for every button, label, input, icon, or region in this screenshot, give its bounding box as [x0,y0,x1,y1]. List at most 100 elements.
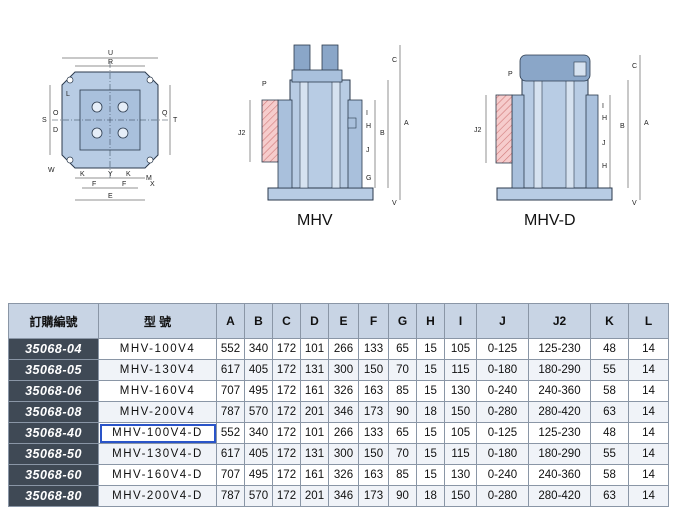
dimension-cell: 173 [358,485,389,507]
dimension-cell: 340 [244,422,273,444]
top-label-t: T [173,117,178,124]
mhv-label-b: B [380,130,385,137]
order-number-cell: 35068-40 [8,422,99,444]
model-cell[interactable]: MHV-100V4-D [98,422,217,444]
dimension-cell: 0-125 [476,338,529,360]
dimension-cell: 552 [216,422,245,444]
dimension-cell: 15 [416,380,445,402]
mhv-label-v: V [392,200,397,207]
model-cell[interactable]: MHV-160V4-D [98,464,217,486]
dimension-cell: 346 [328,401,359,423]
dimension-cell: 63 [590,485,629,507]
mhv-label-j: J [366,147,370,154]
mhvd-label-j: J [602,140,606,147]
dimension-cell: 180-290 [528,443,591,465]
dimension-cell: 58 [590,464,629,486]
dimension-cell: 266 [328,338,359,360]
top-label-r: R [108,59,113,66]
column-header: B [244,303,273,339]
dimension-cell: 133 [358,338,389,360]
dimension-cell: 300 [328,443,359,465]
dimension-cell: 150 [444,485,477,507]
top-label-m: M [146,175,152,182]
dimension-cell: 18 [416,485,445,507]
top-label-f2: F [122,181,126,188]
top-label-f1: F [92,181,96,188]
dimension-cell: 0-240 [476,464,529,486]
dimension-cell: 48 [590,338,629,360]
dimension-cell: 201 [300,485,329,507]
top-label-s: S [42,117,47,124]
dimension-cell: 15 [416,422,445,444]
model-cell[interactable]: MHV-100V4 [98,338,217,360]
column-header: K [590,303,629,339]
dimension-cell: 570 [244,401,273,423]
model-cell[interactable]: MHV-130V4-D [98,443,217,465]
column-header: J [476,303,529,339]
order-number-cell: 35068-08 [8,401,99,423]
dimension-cell: 133 [358,422,389,444]
dimension-cell: 14 [628,464,669,486]
dimension-cell: 617 [216,359,245,381]
dimension-cell: 131 [300,359,329,381]
model-cell[interactable]: MHV-200V4-D [98,485,217,507]
dimension-cell: 495 [244,464,273,486]
mhv-label-p: P [262,81,267,88]
mhvd-label-a: A [644,120,649,127]
mhv-label-c: C [392,57,397,64]
model-cell[interactable]: MHV-200V4 [98,401,217,423]
top-label-d: D [53,127,58,134]
dimension-cell: 130 [444,464,477,486]
dimension-cell: 131 [300,443,329,465]
dimension-cell: 15 [416,464,445,486]
dimension-cell: 172 [272,401,301,423]
column-header: D [300,303,329,339]
dimension-cell: 161 [300,464,329,486]
top-label-e: E [108,193,113,200]
model-cell[interactable]: MHV-160V4 [98,380,217,402]
dimension-cell: 70 [388,359,417,381]
dimension-cell: 85 [388,380,417,402]
dimension-cell: 552 [216,338,245,360]
dimension-cell: 125-230 [528,422,591,444]
mhvd-label-c: C [632,63,637,70]
model-cell[interactable]: MHV-130V4 [98,359,217,381]
order-number-cell: 35068-05 [8,359,99,381]
mhvd-label-i: I [602,103,604,110]
dimension-cell: 150 [358,359,389,381]
order-number-cell: 35068-60 [8,464,99,486]
dimension-cell: 14 [628,422,669,444]
top-label-o: O [53,110,59,117]
dimension-cell: 0-180 [476,443,529,465]
dimension-cell: 495 [244,380,273,402]
dimension-cell: 14 [628,380,669,402]
column-header: C [272,303,301,339]
dimension-cell: 405 [244,443,273,465]
technical-drawings: U R S O D L Q T W K Y K M F F E X P J2 [42,44,649,207]
dimension-cell: 18 [416,401,445,423]
mhvd-label-h2: H [602,163,607,170]
dimension-cell: 300 [328,359,359,381]
dimension-cell: 15 [416,338,445,360]
mhvd-drawing: P J2 C I H A B J H V [474,54,649,207]
dimension-cell: 201 [300,401,329,423]
dimension-cell: 707 [216,464,245,486]
dimension-cell: 707 [216,380,245,402]
dimension-cell: 172 [272,422,301,444]
top-label-k2: K [126,171,131,178]
dimension-cell: 280-420 [528,485,591,507]
dimension-cell: 172 [272,380,301,402]
top-label-u: U [108,50,113,57]
dimension-cell: 161 [300,380,329,402]
dimension-cell: 340 [244,338,273,360]
